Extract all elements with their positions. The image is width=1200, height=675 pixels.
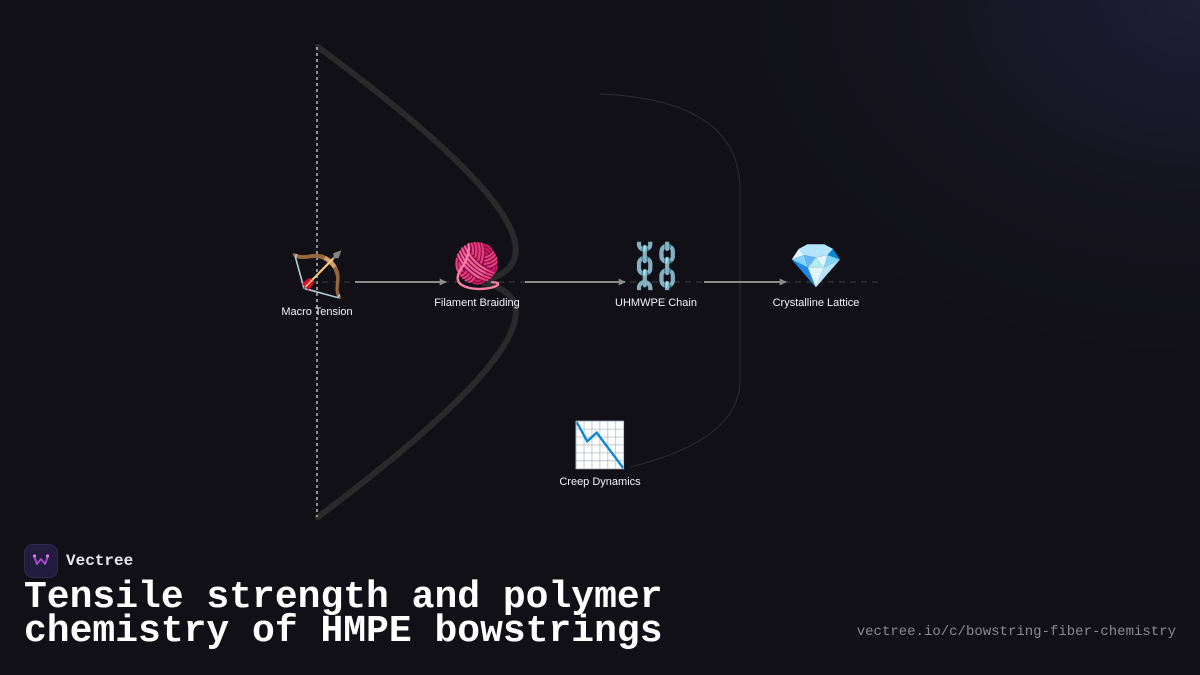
page-title: Tensile strength and polymer chemistry o… (24, 576, 663, 653)
vectree-logo-mark (32, 554, 50, 565)
node-filament-braiding[interactable]: 🧶 Filament Braiding (434, 241, 520, 310)
node-uhmwpe-chain[interactable]: ⛓️ UHMWPE Chain (615, 241, 697, 310)
brand[interactable]: Vectree (24, 544, 133, 578)
vectree-logo-icon (24, 544, 58, 578)
node-label: UHMWPE Chain (615, 297, 697, 309)
yarn-ball-icon: 🧶 (449, 241, 505, 292)
node-label: Creep Dynamics (559, 476, 641, 488)
chart-decreasing-icon: 📉 (572, 420, 628, 471)
chain-icon: ⛓️ (628, 241, 684, 292)
bracket-curve (599, 93, 741, 468)
node-crystalline-lattice[interactable]: 💎 Crystalline Lattice (772, 241, 860, 310)
gem-icon: 💎 (788, 241, 844, 292)
source-url[interactable]: vectree.io/c/bowstring-fiber-chemistry (856, 624, 1176, 640)
node-label: Crystalline Lattice (772, 297, 860, 309)
node-creep-dynamics[interactable]: 📉 Creep Dynamics (559, 420, 641, 489)
bow-and-arrow-icon: 🏹 (289, 250, 345, 301)
node-label: Macro Tension (281, 306, 353, 318)
node-macro-tension[interactable]: 🏹 Macro Tension (281, 250, 353, 319)
node-label: Filament Braiding (434, 297, 520, 309)
brand-name: Vectree (66, 552, 134, 570)
